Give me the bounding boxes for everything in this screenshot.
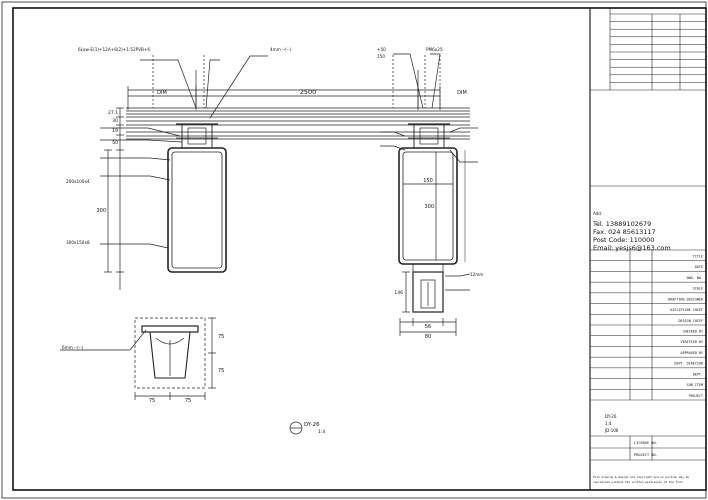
footer-en-1: This drawing & design are copyright and … (593, 475, 689, 479)
title-block-row-en: CHECKED BY (683, 330, 703, 334)
label-left-5: 200x100x4 (66, 179, 90, 184)
title-block-row-en: DRAFTING DESIGNER (668, 297, 704, 301)
title-block-row-en: SUB ITEM (687, 383, 703, 387)
dim-bottom-56: 56 (425, 324, 431, 330)
title-block-row-en: TITLE (693, 255, 703, 259)
dim-det-h2: 75 (218, 368, 224, 374)
dim-right: DIM (457, 90, 467, 96)
footer-en-2: reproduced without the written permissio… (593, 480, 684, 484)
email-text: Email: yesjs6@163.com (593, 244, 671, 252)
title-block-row-en: DEPT. DIRECTOR (674, 362, 704, 366)
label-top-right: 4mm --(--) (270, 47, 292, 52)
label-bottom-1: 12mm (470, 272, 484, 277)
dim-bottom-80: 80 (425, 334, 431, 340)
title-block-row-en: DWG. NO. (687, 276, 703, 280)
license-en: LICENSE NO. (634, 441, 658, 445)
dim-v4: 50 (112, 140, 118, 146)
project-line-1: DY-26 (605, 414, 617, 419)
dim-box-right: 300 (424, 204, 434, 210)
label-right-top-1b: 150 (377, 54, 385, 59)
tel-text: Tel. 13889102679 (592, 220, 651, 228)
caption-title: DY-26 (304, 422, 320, 428)
title-block-row-en: DATE (695, 265, 703, 269)
annotation-texts: 6Low-E(1)+12A+6(2)+1.52PVB+6 4mm --(--) … (62, 47, 484, 435)
caption-scale: 1:4 (318, 429, 325, 435)
dim-v2: 30 (112, 118, 118, 124)
title-block-row-en: DISCIPLINE CHIEF (670, 308, 703, 312)
label-right-top-2: PM6x25 (426, 47, 443, 52)
title-block-row-en: VERIFIED BY (681, 340, 703, 344)
dim-det-w1: 75 (149, 398, 155, 404)
title-block-row-grid (590, 249, 706, 390)
project-line-3: JD-106 (604, 428, 619, 433)
section-detail (60, 317, 303, 435)
dim-bottom-146: 146 (394, 290, 403, 296)
project-line-2: 1:4 (605, 421, 612, 426)
label-detail: 6mm --(--) (62, 345, 84, 350)
dim-v3: 19 (112, 128, 118, 134)
title-block-row-en: DEPT. (693, 372, 703, 376)
label-glass-spec: 6Low-E(1)+12A+6(2)+1.52PVB+6 (78, 47, 150, 52)
label-left-7: 300x150x8 (66, 240, 90, 245)
title-block-row-en: PROJECT (689, 394, 703, 398)
dim-det-h1: 75 (218, 334, 224, 340)
dim-box-left: 300 (96, 208, 106, 214)
postcode-text: Post Code: 110000 (593, 236, 654, 244)
dim-det-w2: 75 (185, 398, 191, 404)
label-right-top-1: +50 (377, 47, 386, 52)
company-info: Add. Tel. 13889102679 Fax. 024 85613117 … (592, 211, 671, 252)
title-block-top-grid (610, 21, 706, 83)
dim-span: 2500 (300, 88, 317, 96)
title-block-row-en: SCALE (693, 287, 703, 291)
dim-v1: 27.1 (108, 110, 118, 116)
project-no-en: PROJECT NO. (634, 453, 658, 457)
dim-box-width: 150 (423, 178, 433, 184)
main-elevation (100, 53, 478, 336)
title-block-row-en: DESIGN CHIEF (679, 319, 704, 323)
title-block-row-en: APPROVED BY (681, 351, 703, 355)
project-info: DY-26 1:4 JD-106 LICENSE NO. PROJECT NO.… (593, 414, 689, 484)
title-block-rows: TITLE DATE DWG. NO. SCALE DRAFTING DESIGNER D… (668, 255, 704, 398)
address-label: Add. (593, 211, 602, 216)
dimension-texts: 2500 DIM DIM 27.1 30 19 50 300 300 150 5… (96, 88, 466, 404)
fax-text: Fax. 024 85613117 (593, 228, 656, 236)
dim-left: DIM (157, 90, 167, 96)
